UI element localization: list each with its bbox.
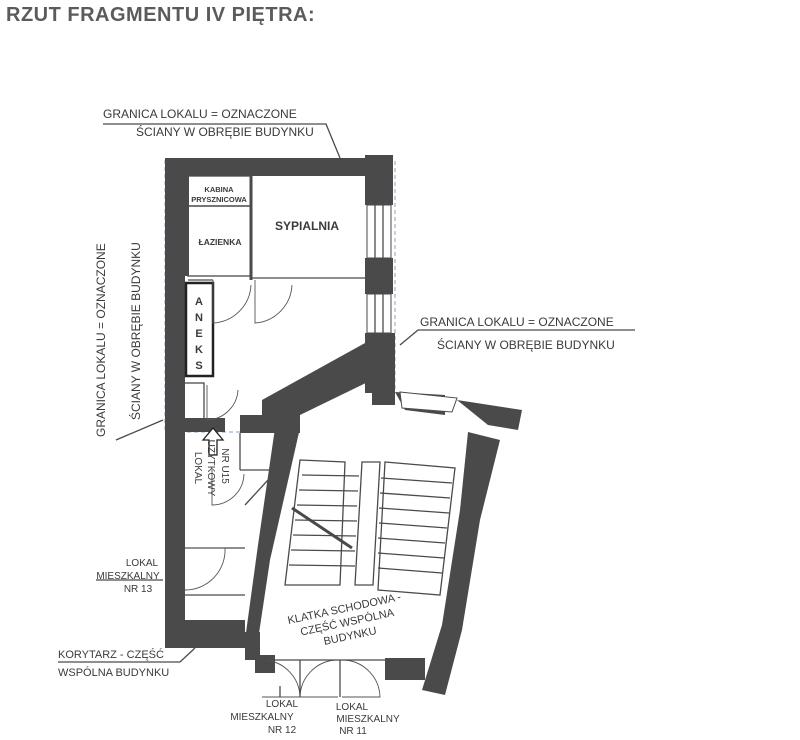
entrance-arrow-icon bbox=[201, 426, 225, 456]
bedroom-label: SYPIALNIA bbox=[275, 219, 339, 233]
kitchenette-label: A N E K S bbox=[195, 296, 203, 372]
boundary-note-left-line1: GRANICA LOKALU = OZNACZONE bbox=[94, 243, 108, 437]
flat11-label-line1: LOKAL bbox=[336, 702, 369, 713]
commercial-unit-label-line1: LOKAL bbox=[192, 452, 203, 485]
walls bbox=[165, 155, 522, 695]
shower-label-line1: KABINA bbox=[204, 185, 234, 194]
commercial-unit-label-line3: NR U15 bbox=[219, 448, 230, 484]
boundary-note-right-line2: ŚCIANY W OBRĘBIE BUDYNKU bbox=[437, 337, 615, 352]
kitchenette-letter: N bbox=[195, 312, 203, 324]
page-title: RZUT FRAGMENTU IV PIĘTRA: bbox=[6, 4, 316, 26]
stair-flights bbox=[284, 459, 456, 596]
commercial-unit-label-line2: UŻYTKOWY bbox=[205, 440, 218, 497]
kitchenette-counter bbox=[184, 281, 215, 378]
flat11-label-line3: NR 11 bbox=[339, 726, 367, 737]
door-swings bbox=[184, 280, 385, 698]
kitchenette-letter: K bbox=[195, 344, 203, 356]
flat12-label-line3: NR 12 bbox=[268, 725, 297, 736]
flat11-label-line2: MIESZKALNY bbox=[336, 714, 400, 725]
staircase-label: KLATKA SCHODOWA - CZĘŚĆ WSPÓLNA BUDYNKU bbox=[287, 591, 403, 648]
flat13-label-line2: MIESZKALNY bbox=[96, 571, 160, 582]
leader-lines bbox=[58, 123, 635, 697]
shower-label-line2: PRYSZNICOWA bbox=[191, 195, 247, 204]
kitchenette-letter: E bbox=[195, 328, 202, 340]
interior-partitions bbox=[183, 175, 365, 596]
kitchenette-letter: S bbox=[195, 360, 202, 372]
corridor-label-line2: WSPÓLNA BUDYNKU bbox=[58, 666, 169, 679]
kitchenette-letter: A bbox=[195, 296, 203, 308]
boundary-note-top-line2: ŚCIANY W OBRĘBIE BUDYNKU bbox=[136, 124, 314, 139]
flat13-label-line3: NR 13 bbox=[124, 584, 153, 595]
bathroom-label: ŁAZIENKA bbox=[199, 237, 242, 247]
boundary-note-top-line1: GRANICA LOKALU = OZNACZONE bbox=[103, 107, 297, 121]
corridor-label-line1: KORYTARZ - CZĘŚĆ bbox=[58, 648, 164, 661]
flat12-label-line2: MIESZKALNY bbox=[230, 712, 294, 723]
flat12-label-line1: LOKAL bbox=[266, 699, 299, 710]
flat13-label-line1: LOKAL bbox=[126, 558, 159, 569]
boundary-note-right-line1: GRANICA LOKALU = OZNACZONE bbox=[420, 315, 614, 329]
boundary-note-left-line2: ŚCIANY W OBRĘBIE BUDYNKU bbox=[128, 242, 143, 420]
